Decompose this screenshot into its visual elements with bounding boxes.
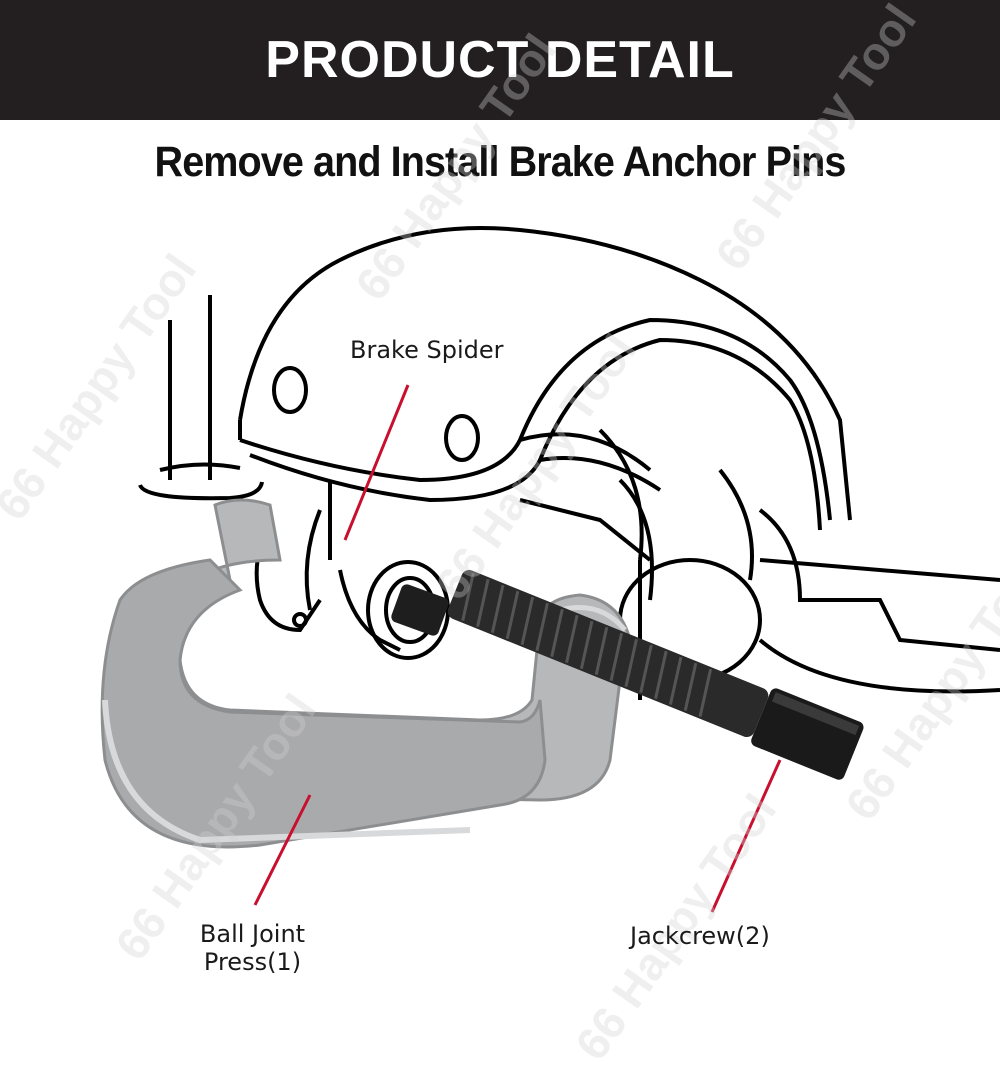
label-ball-joint-press-line1: Ball Joint xyxy=(180,920,325,948)
page-subtitle: Remove and Install Brake Anchor Pins xyxy=(40,138,960,187)
ball-joint-press xyxy=(102,500,630,847)
label-ball-joint-press: Ball Joint Press(1) xyxy=(180,920,325,976)
label-brake-spider: Brake Spider xyxy=(350,336,503,364)
brake-tool-illustration xyxy=(0,200,1000,1000)
label-ball-joint-press-line2: Press(1) xyxy=(180,948,325,976)
header-title: PRODUCT DETAIL xyxy=(265,30,734,90)
header-bar: PRODUCT DETAIL xyxy=(0,0,1000,120)
pointer-brake-spider xyxy=(345,385,408,540)
label-jackscrew: Jackcrew(2) xyxy=(630,922,770,950)
anchor-pin-area xyxy=(257,480,448,658)
pointer-jackscrew xyxy=(712,760,780,912)
